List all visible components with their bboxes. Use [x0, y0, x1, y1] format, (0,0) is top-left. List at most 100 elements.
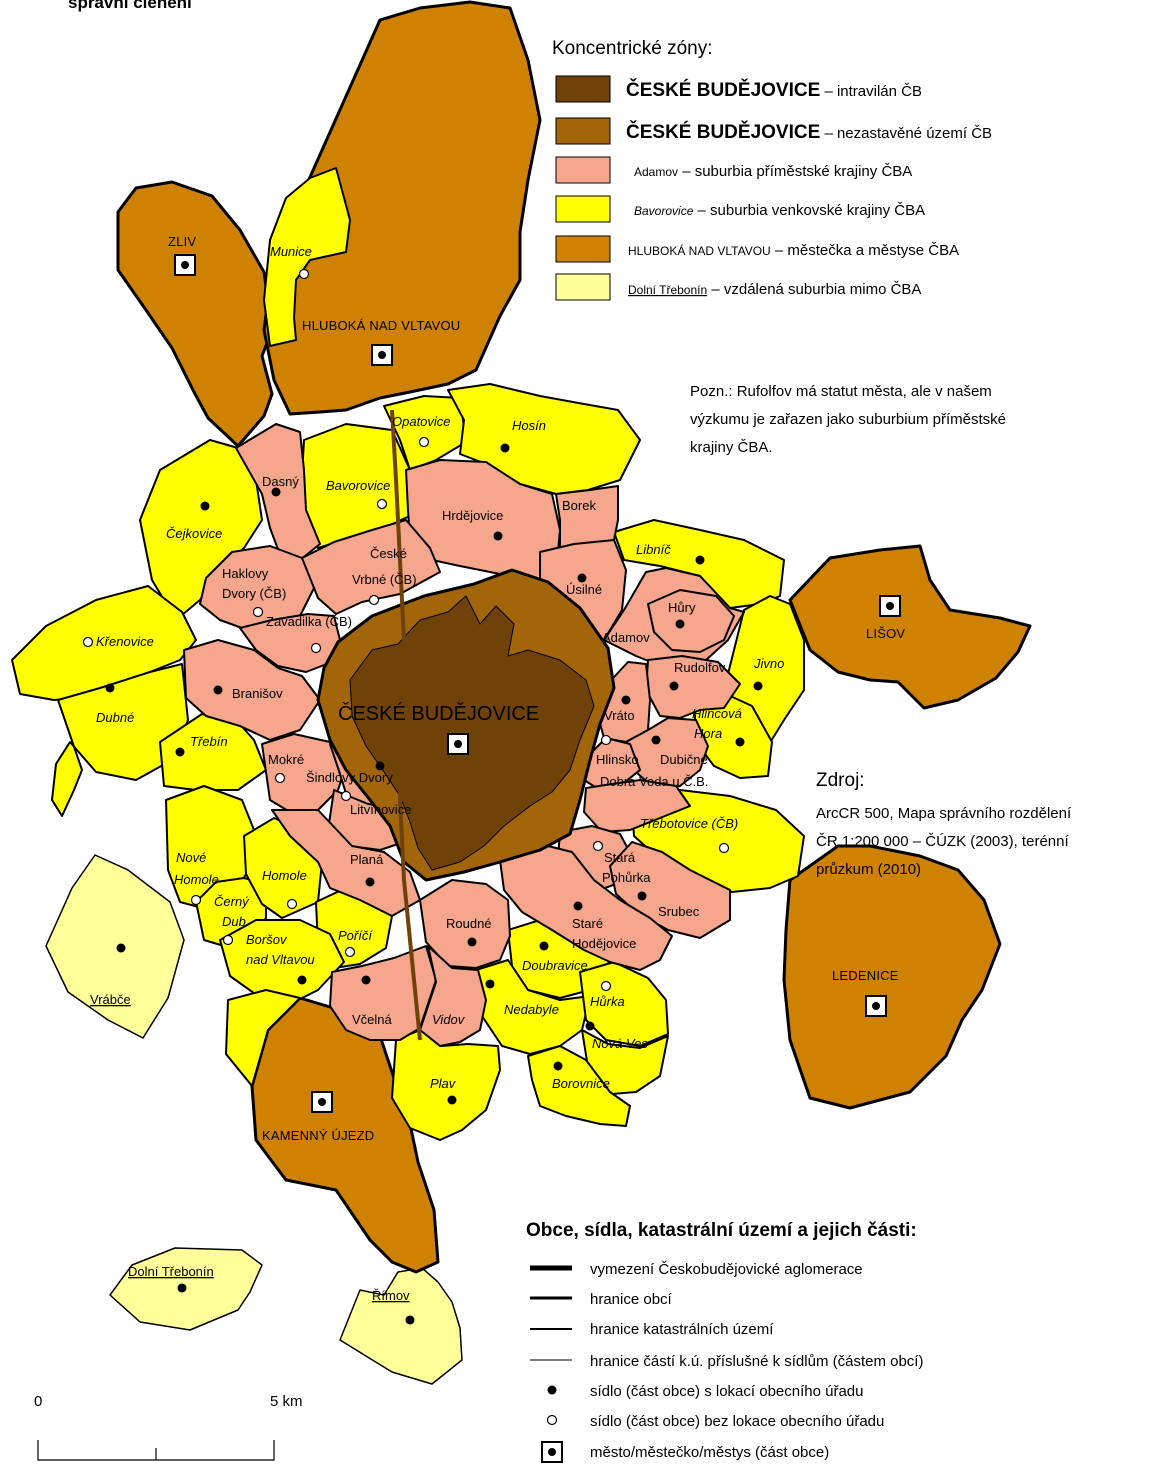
label-trebotovice: Třebotovice (ČB)	[640, 816, 738, 831]
filled-dot-icon	[467, 937, 477, 947]
region-munice[interactable]	[263, 167, 351, 347]
filled-dot-icon	[651, 735, 661, 745]
label-borovnice: Borovnice	[552, 1076, 610, 1091]
framed-dot-icon	[879, 595, 901, 617]
label-munice: Munice	[270, 244, 312, 259]
label-ceske-budejovice: ČESKÉ BUDĚJOVICE	[338, 702, 539, 725]
label-hury: Hůry	[668, 600, 696, 615]
source-title: Zdroj:	[816, 770, 865, 791]
framed-dot-icon	[447, 733, 469, 755]
hollow-dot-icon	[376, 498, 388, 510]
label-haklovy-2: Dvory (ČB)	[222, 586, 286, 601]
region-hury[interactable]	[647, 589, 735, 653]
label-rimov: Římov	[372, 1288, 410, 1303]
label-trebin: Třebín	[190, 734, 228, 749]
filled-dot-icon	[361, 975, 371, 985]
label-stara-2: Pohůrka	[602, 870, 651, 885]
zone-swatch-mestecka	[555, 235, 611, 263]
note-block: Pozn.: Rufolfov má statut města, ale v n…	[690, 383, 1006, 456]
filled-dot-icon	[105, 683, 115, 693]
label-dobra-voda: Dobrá Voda u Č.B.	[600, 774, 708, 789]
zone-legend-item-6: Dolní Třebonín – vzdálená suburbia mimo …	[628, 281, 921, 298]
region-stare-hodejovice[interactable]	[499, 843, 673, 971]
zone-legend-item-1: ČESKÉ BUDĚJOVICE – intravilán ČB	[626, 79, 922, 101]
region-dobra-voda[interactable]	[583, 779, 691, 833]
hollow-dot-icon	[286, 898, 298, 910]
label-homole: Homole	[262, 868, 307, 883]
label-dasny: Dasný	[262, 474, 299, 489]
region-vidov[interactable]	[419, 945, 487, 1047]
region-lisov[interactable]	[788, 544, 1032, 710]
region-vrabce[interactable]	[45, 854, 185, 1039]
label-hosin: Hosín	[512, 418, 546, 433]
hollow-dot-icon	[340, 790, 352, 802]
framed-dot-icon	[865, 995, 887, 1017]
zone-swatch-intravilan	[555, 75, 611, 103]
filled-dot-icon	[573, 901, 583, 911]
region-zliv[interactable]	[116, 180, 274, 448]
region-ceske-budejovice-intravilan[interactable]	[349, 595, 595, 871]
label-vcelna: Včelná	[352, 1012, 393, 1027]
filled-dot-icon	[637, 891, 647, 901]
region-dubne[interactable]	[51, 663, 189, 817]
label-hrdejovice: Hrdějovice	[442, 508, 503, 523]
label-vidov: Vidov	[432, 1012, 466, 1027]
hollow-dot-icon	[190, 894, 202, 906]
label-litvinovice: Litvínovice	[350, 802, 411, 817]
label-hlincova-2: Hora	[694, 726, 722, 741]
zone-legend-title: Koncentrické zóny:	[552, 38, 713, 59]
label-branisov: Branišov	[232, 686, 283, 701]
hollow-dot-icon	[310, 642, 322, 654]
label-bavorovice: Bavorovice	[326, 478, 390, 493]
filled-dot-icon	[297, 975, 307, 985]
hollow-dot-icon	[368, 594, 380, 606]
filled-dot-icon	[547, 1385, 557, 1395]
label-srubec: Srubec	[658, 904, 700, 919]
filled-dot-icon	[177, 1283, 187, 1293]
zone-legend-item-5: HLUBOKÁ NAD VLTAVOU – městečka a městyse…	[628, 242, 959, 259]
region-rimov[interactable]	[339, 1267, 463, 1385]
region-ceske-vrbne[interactable]	[301, 519, 441, 615]
label-nedabyle: Nedabyle	[504, 1002, 559, 1017]
filled-dot-icon	[485, 979, 495, 989]
label-roudne: Roudné	[446, 916, 492, 931]
region-opatovice[interactable]	[383, 395, 467, 471]
hollow-dot-icon	[344, 946, 356, 958]
lines-legend: Obce, sídla, katastrální území a jejich …	[526, 1220, 923, 1463]
label-adamov: Adamov	[602, 630, 650, 645]
hollow-dot-icon	[82, 636, 94, 648]
region-mokre[interactable]	[261, 733, 347, 813]
filled-dot-icon	[213, 685, 223, 695]
label-doubravice: Doubravice	[522, 958, 588, 973]
region-hosin[interactable]	[447, 383, 641, 495]
label-ceske-2: Vrbné (ČB)	[352, 572, 417, 587]
filled-dot-icon	[695, 555, 705, 565]
label-cerny-1: Černý	[214, 894, 250, 909]
region-hluboka[interactable]	[262, 0, 542, 416]
region-rudolfov[interactable]	[645, 655, 741, 719]
region-kamenny-west-yellow[interactable]	[225, 989, 301, 1087]
hollow-dot-icon	[600, 734, 612, 746]
label-hurka: Hůrka	[590, 994, 625, 1009]
label-stare-1: Staré	[572, 916, 603, 931]
scale-bar: 0 5 km	[34, 1393, 303, 1461]
hollow-dot-icon	[252, 606, 264, 618]
filled-dot-icon	[405, 1315, 415, 1325]
label-vrato: Vráto	[604, 708, 635, 723]
filled-dot-icon	[365, 877, 375, 887]
label-borsov-2: nad Vltavou	[246, 952, 315, 967]
zone-legend-item-3: Adamov – suburbia příměstské krajiny ČBA	[634, 163, 912, 180]
label-dolni-trebonin: Dolní Třebonín	[128, 1264, 214, 1279]
zone-legend-item-2: ČESKÉ BUDĚJOVICE – nezastavěné území ČB	[626, 121, 992, 143]
label-plav: Plav	[430, 1076, 457, 1091]
note-line-2: výzkumu je zařazen jako suburbium příměs…	[690, 411, 1006, 428]
lines-legend-item-3: hranice katastrálních území	[590, 1321, 774, 1338]
label-haklovy-1: Haklovy	[222, 566, 269, 581]
filled-dot-icon	[553, 1061, 563, 1071]
region-branisov[interactable]	[183, 639, 321, 741]
framed-dot-icon	[174, 254, 196, 276]
label-zavadilka: Zavadilka (ČB)	[266, 614, 352, 629]
hollow-dot-icon	[600, 980, 612, 992]
label-cejkovice: Čejkovice	[166, 526, 222, 541]
region-ledenice[interactable]	[782, 844, 1002, 1110]
